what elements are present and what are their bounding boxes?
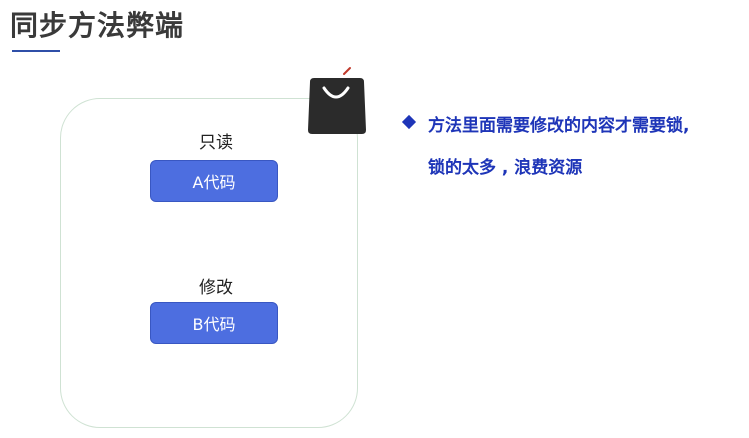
bullet-text-line-1: 方法里面需要修改的内容才需要锁, <box>428 116 690 136</box>
page-title: 同步方法弊端 <box>10 9 185 42</box>
bullet-text-line-2: 锁的太多 , 浪费资源 <box>428 158 583 178</box>
diagram-frame <box>60 98 358 428</box>
read-only-label: 只读 <box>199 133 233 153</box>
title-underline <box>12 50 60 52</box>
modify-label: 修改 <box>199 278 233 298</box>
shopping-bag-icon <box>308 67 366 134</box>
code-b-box: B代码 <box>150 302 278 344</box>
code-a-box: A代码 <box>150 160 278 202</box>
bullet-diamond-icon <box>401 114 417 130</box>
